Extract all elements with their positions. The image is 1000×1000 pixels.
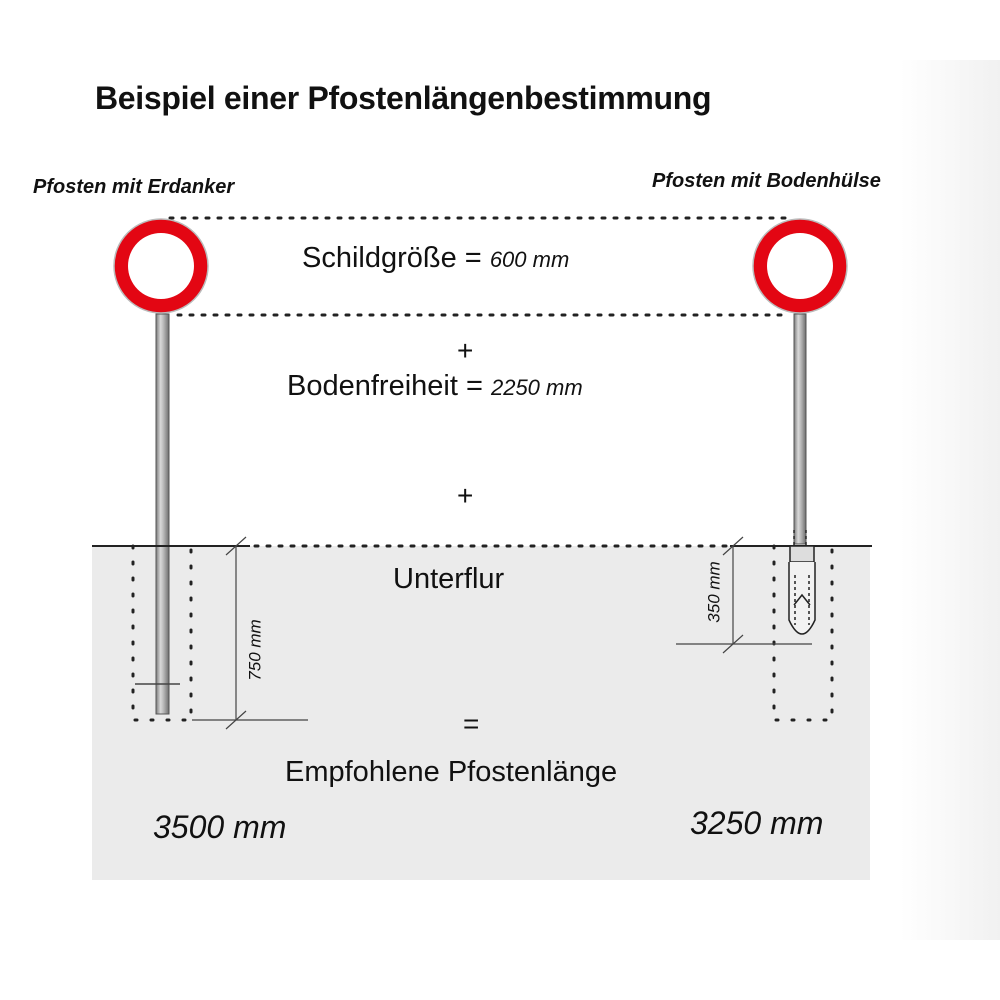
right-post-label: Pfosten mit Bodenhülse: [652, 170, 881, 192]
side-gradient-panel: [900, 60, 1000, 940]
right-recommended-length: 3250 mm: [690, 805, 824, 841]
clearance-row: Bodenfreiheit = 2250 mm: [287, 370, 583, 403]
sign-size-guides: [168, 216, 792, 317]
result-label: Empfohlene Pfostenlänge: [285, 756, 618, 788]
clearance-value: 2250 mm: [490, 375, 583, 400]
sign-size-label: Schildgröße =: [302, 242, 482, 274]
dimension-750: [192, 536, 308, 730]
left-post-label: Pfosten mit Erdanker: [33, 176, 235, 198]
ground-sleeve-icon: [788, 530, 816, 635]
ground-area: [92, 546, 870, 880]
left-dimension-label: 750 mm: [245, 619, 265, 681]
diagram-title: Beispiel einer Pfostenlängenbestimmung: [95, 80, 712, 116]
right-sign-icon: [752, 218, 848, 314]
right-foundation-outline: [772, 544, 834, 722]
plus-sign-2: +: [457, 480, 474, 511]
right-pole: [793, 313, 807, 545]
left-pole: [155, 313, 170, 715]
sign-size-row: Schildgröße = 600 mm: [302, 242, 569, 275]
underground-label: Unterflur: [393, 563, 505, 595]
sign-size-value: 600 mm: [489, 247, 570, 272]
left-recommended-length: 3500 mm: [153, 809, 287, 845]
plus-sign-1: +: [457, 335, 474, 366]
left-foundation-outline: [131, 544, 193, 722]
equals-sign: =: [463, 708, 480, 739]
dimension-350: [676, 536, 812, 654]
clearance-label: Bodenfreiheit =: [287, 370, 483, 402]
right-dimension-label: 350 mm: [704, 561, 724, 623]
left-sign-icon: [113, 218, 209, 314]
